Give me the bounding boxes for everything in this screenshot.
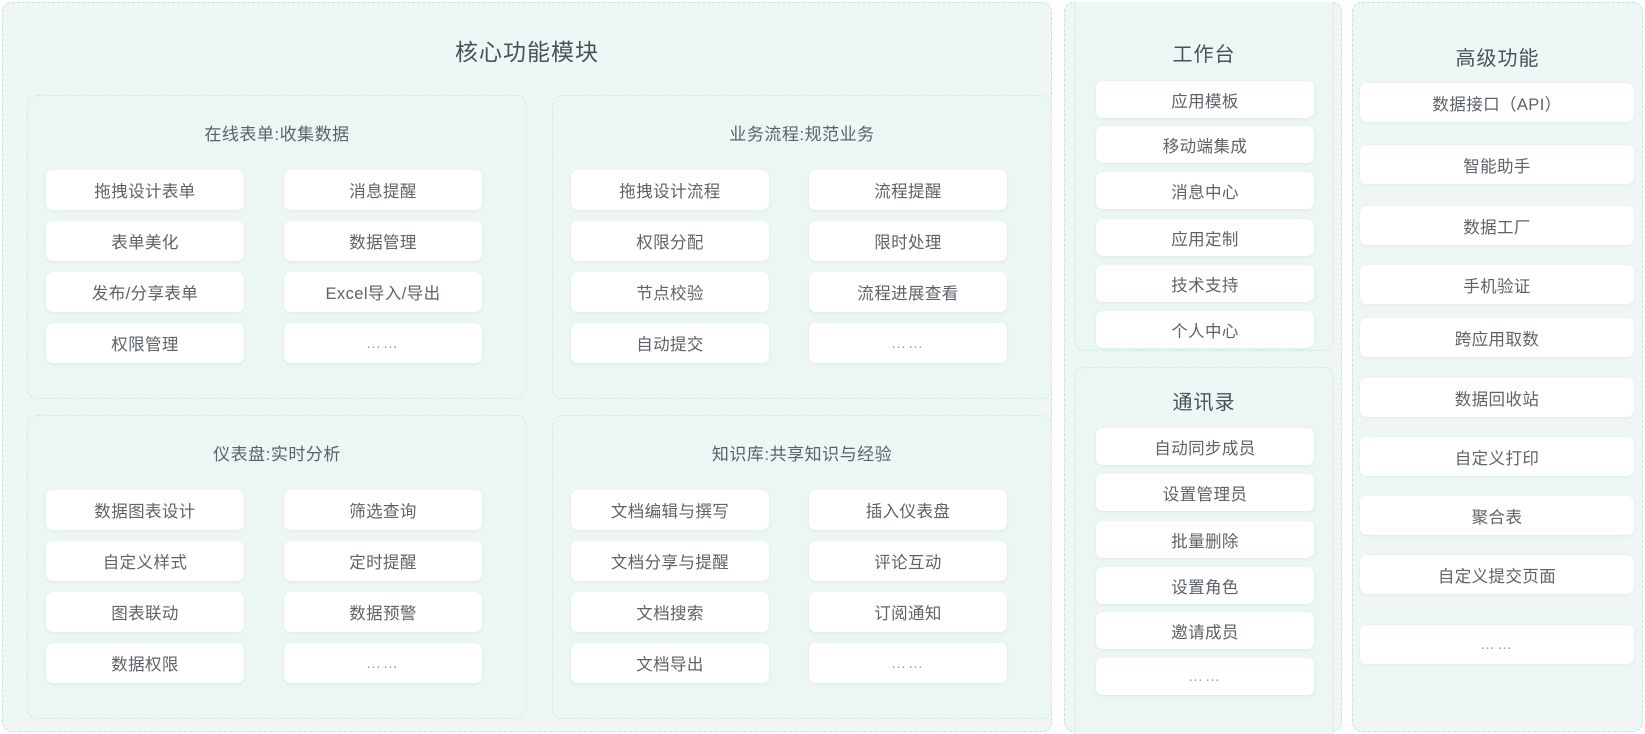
advanced-item[interactable]: 手机验证 (1360, 265, 1634, 304)
feature-tile-more[interactable]: …… (284, 643, 482, 683)
advanced-item[interactable]: 数据接口（API） (1360, 83, 1634, 122)
core-panel-tiles: 拖拽设计流程 权限分配 节点校验 自动提交 流程提醒 限时处理 流程进展查看 …… (553, 96, 1051, 398)
feature-tile[interactable]: 节点校验 (571, 272, 769, 312)
core-panel-title: 仪表盘:实时分析 (213, 445, 341, 464)
feature-tile[interactable]: 文档分享与提醒 (571, 541, 769, 581)
advanced-item[interactable]: 自定义提交页面 (1360, 555, 1634, 594)
core-section: 核心功能模块 在线表单:收集数据 拖拽设计表单 表单美化 发布/分享表单 权限管… (2, 2, 1052, 732)
workbench-item[interactable]: 技术支持 (1096, 265, 1314, 302)
core-section-title: 核心功能模块 (455, 39, 599, 65)
feature-tile[interactable]: 拖拽设计流程 (571, 170, 769, 210)
feature-tile-more[interactable]: …… (809, 323, 1007, 363)
middle-column: 工作台 应用模板 移动端集成 消息中心 应用定制 技术支持 个人中心 通讯录 自… (1064, 2, 1342, 734)
feature-tile[interactable]: 数据管理 (284, 221, 482, 261)
feature-tile-more[interactable]: …… (284, 323, 482, 363)
feature-tile[interactable]: 发布/分享表单 (46, 272, 244, 312)
contacts-item[interactable]: 邀请成员 (1096, 612, 1314, 649)
feature-tile[interactable]: 订阅通知 (809, 592, 1007, 632)
advanced-column: 高级功能 数据接口（API） 智能助手 数据工厂 手机验证 跨应用取数 数据回收… (1352, 2, 1643, 732)
advanced-title: 高级功能 (1455, 48, 1540, 70)
workbench-item[interactable]: 应用模板 (1096, 81, 1314, 118)
feature-tile[interactable]: 筛选查询 (284, 490, 482, 530)
contacts-item[interactable]: 批量删除 (1096, 521, 1314, 558)
feature-tile[interactable]: 数据预警 (284, 592, 482, 632)
core-panel-knowledge-base: 知识库:共享知识与经验 文档编辑与撰写 文档分享与提醒 文档搜索 文档导出 插入… (552, 415, 1052, 719)
workbench-item[interactable]: 消息中心 (1096, 172, 1314, 209)
feature-tile[interactable]: 限时处理 (809, 221, 1007, 261)
feature-tile[interactable]: 定时提醒 (284, 541, 482, 581)
workbench-item[interactable]: 移动端集成 (1096, 126, 1314, 163)
core-panel-dashboard: 仪表盘:实时分析 数据图表设计 自定义样式 图表联动 数据权限 筛选查询 定时提… (27, 415, 527, 719)
workbench-title: 工作台 (1172, 44, 1236, 66)
feature-tile-more[interactable]: …… (809, 643, 1007, 683)
advanced-item[interactable]: 跨应用取数 (1360, 318, 1634, 357)
workbench-item[interactable]: 个人中心 (1096, 311, 1314, 348)
feature-tile[interactable]: 自定义样式 (46, 541, 244, 581)
contacts-item[interactable]: 设置角色 (1096, 567, 1314, 604)
advanced-item[interactable]: 聚合表 (1360, 496, 1634, 535)
advanced-item[interactable]: 数据工厂 (1360, 206, 1634, 245)
contacts-item[interactable]: 设置管理员 (1096, 474, 1314, 511)
workbench-tiles: 应用模板 移动端集成 消息中心 应用定制 技术支持 个人中心 (1075, 2, 1333, 350)
workbench-item[interactable]: 应用定制 (1096, 219, 1314, 256)
feature-tile[interactable]: 文档搜索 (571, 592, 769, 632)
feature-tile[interactable]: 评论互动 (809, 541, 1007, 581)
feature-tile[interactable]: 自动提交 (571, 323, 769, 363)
feature-tile[interactable]: 数据图表设计 (46, 490, 244, 530)
feature-tile[interactable]: 流程进展查看 (809, 272, 1007, 312)
workbench-panel: 工作台 应用模板 移动端集成 消息中心 应用定制 技术支持 个人中心 (1074, 2, 1334, 351)
feature-tile[interactable]: 文档编辑与撰写 (571, 490, 769, 530)
core-panel-tiles: 拖拽设计表单 表单美化 发布/分享表单 权限管理 消息提醒 数据管理 Excel… (28, 96, 526, 398)
feature-tile[interactable]: 图表联动 (46, 592, 244, 632)
advanced-item-more[interactable]: …… (1360, 625, 1634, 664)
feature-tile[interactable]: 消息提醒 (284, 170, 482, 210)
core-panel-title: 业务流程:规范业务 (729, 125, 875, 144)
contacts-item[interactable]: 自动同步成员 (1096, 428, 1314, 465)
feature-tile[interactable]: 流程提醒 (809, 170, 1007, 210)
advanced-item[interactable]: 智能助手 (1360, 145, 1634, 184)
advanced-item[interactable]: 自定义打印 (1360, 437, 1634, 476)
core-panel-tiles: 文档编辑与撰写 文档分享与提醒 文档搜索 文档导出 插入仪表盘 评论互动 订阅通… (553, 416, 1051, 718)
advanced-item[interactable]: 数据回收站 (1360, 378, 1634, 417)
core-panel-tiles: 数据图表设计 自定义样式 图表联动 数据权限 筛选查询 定时提醒 数据预警 …… (28, 416, 526, 718)
core-panel-online-form: 在线表单:收集数据 拖拽设计表单 表单美化 发布/分享表单 权限管理 消息提醒 … (27, 95, 527, 399)
feature-tile[interactable]: 权限管理 (46, 323, 244, 363)
advanced-tiles: 数据接口（API） 智能助手 数据工厂 手机验证 跨应用取数 数据回收站 自定义… (1353, 3, 1642, 731)
contacts-tiles: 自动同步成员 设置管理员 批量删除 设置角色 邀请成员 …… (1075, 368, 1333, 734)
contacts-item-more[interactable]: …… (1096, 658, 1314, 695)
feature-tile[interactable]: 插入仪表盘 (809, 490, 1007, 530)
contacts-panel: 通讯录 自动同步成员 设置管理员 批量删除 设置角色 邀请成员 …… (1074, 367, 1334, 734)
core-panel-title: 在线表单:收集数据 (204, 125, 350, 144)
feature-tile[interactable]: Excel导入/导出 (284, 272, 482, 312)
contacts-title: 通讯录 (1172, 392, 1236, 414)
core-panel-title: 知识库:共享知识与经验 (711, 445, 893, 464)
feature-tile[interactable]: 拖拽设计表单 (46, 170, 244, 210)
feature-tile[interactable]: 表单美化 (46, 221, 244, 261)
feature-tile[interactable]: 数据权限 (46, 643, 244, 683)
feature-tile[interactable]: 文档导出 (571, 643, 769, 683)
feature-tile[interactable]: 权限分配 (571, 221, 769, 261)
core-panel-workflow: 业务流程:规范业务 拖拽设计流程 权限分配 节点校验 自动提交 流程提醒 限时处… (552, 95, 1052, 399)
